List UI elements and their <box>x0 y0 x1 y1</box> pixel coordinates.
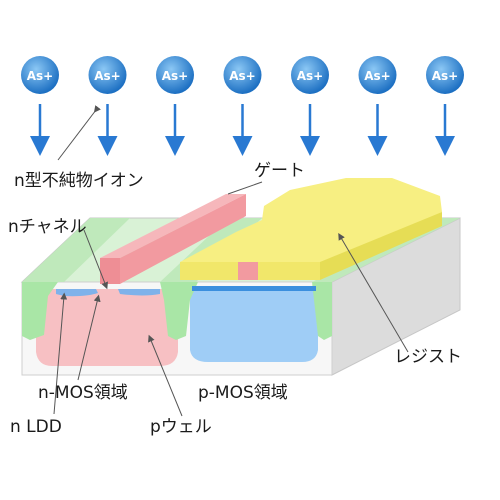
ion-label-text: As+ <box>364 69 390 83</box>
n-ldd-right <box>118 289 160 296</box>
ion-sphere <box>156 56 194 94</box>
nmos-label: n-MOS領域 <box>38 383 128 403</box>
ion-label-text: As+ <box>297 69 323 83</box>
as-ion: As+ <box>291 56 329 156</box>
ion-sphere <box>88 56 127 94</box>
resist-label: レジスト <box>394 347 462 367</box>
as-ion: As+ <box>156 56 194 156</box>
ion-label-text: As+ <box>229 69 255 83</box>
p-well <box>36 289 178 366</box>
ion-label: n型不純物イオン <box>14 171 144 191</box>
nmos-label-leader <box>77 294 101 381</box>
gate-top <box>100 194 246 258</box>
as-ion: As+ <box>223 56 262 156</box>
gate-label-leader <box>227 181 263 195</box>
ion-label-text: As+ <box>162 69 188 83</box>
ion-label-text: As+ <box>27 69 53 83</box>
gate-side <box>120 194 246 284</box>
ion-label-text: As+ <box>94 69 120 83</box>
resist-side <box>320 212 442 280</box>
pwell-label-leader <box>148 334 183 417</box>
isolation-right <box>312 282 332 340</box>
nldd-label-leader <box>53 292 68 415</box>
as-ion: As+ <box>21 56 59 156</box>
resist-label-leader <box>338 232 409 353</box>
isolation-center <box>160 282 198 340</box>
as-ion: As+ <box>88 56 127 156</box>
n-well-surface-layer <box>192 286 316 291</box>
resist-block <box>180 178 442 280</box>
pmos-label: p-MOS領域 <box>198 383 288 403</box>
n-well <box>190 289 318 362</box>
nldd-label: n LDD <box>10 417 62 437</box>
ion-sphere <box>358 56 397 94</box>
as-ion: As+ <box>426 56 464 156</box>
ion-row: As+ As+ As+ As+ As+ As+ As+ <box>21 56 464 156</box>
ion-label-text: As+ <box>432 69 458 83</box>
resist-covered-gate <box>238 262 258 280</box>
ion-sphere <box>426 56 464 94</box>
ion-label-leader <box>57 105 101 161</box>
gate-front <box>100 258 120 284</box>
channel-label: nチャネル <box>8 217 87 237</box>
channel-label-leader <box>83 229 108 290</box>
gate-label: ゲート <box>254 161 305 181</box>
isolation-left <box>22 282 58 340</box>
as-ion: As+ <box>358 56 397 156</box>
ion-sphere <box>291 56 329 94</box>
ion-sphere <box>21 56 59 94</box>
isolation-top-left <box>22 218 130 282</box>
ion-sphere <box>223 56 262 94</box>
pwell-label: pウェル <box>150 417 212 437</box>
